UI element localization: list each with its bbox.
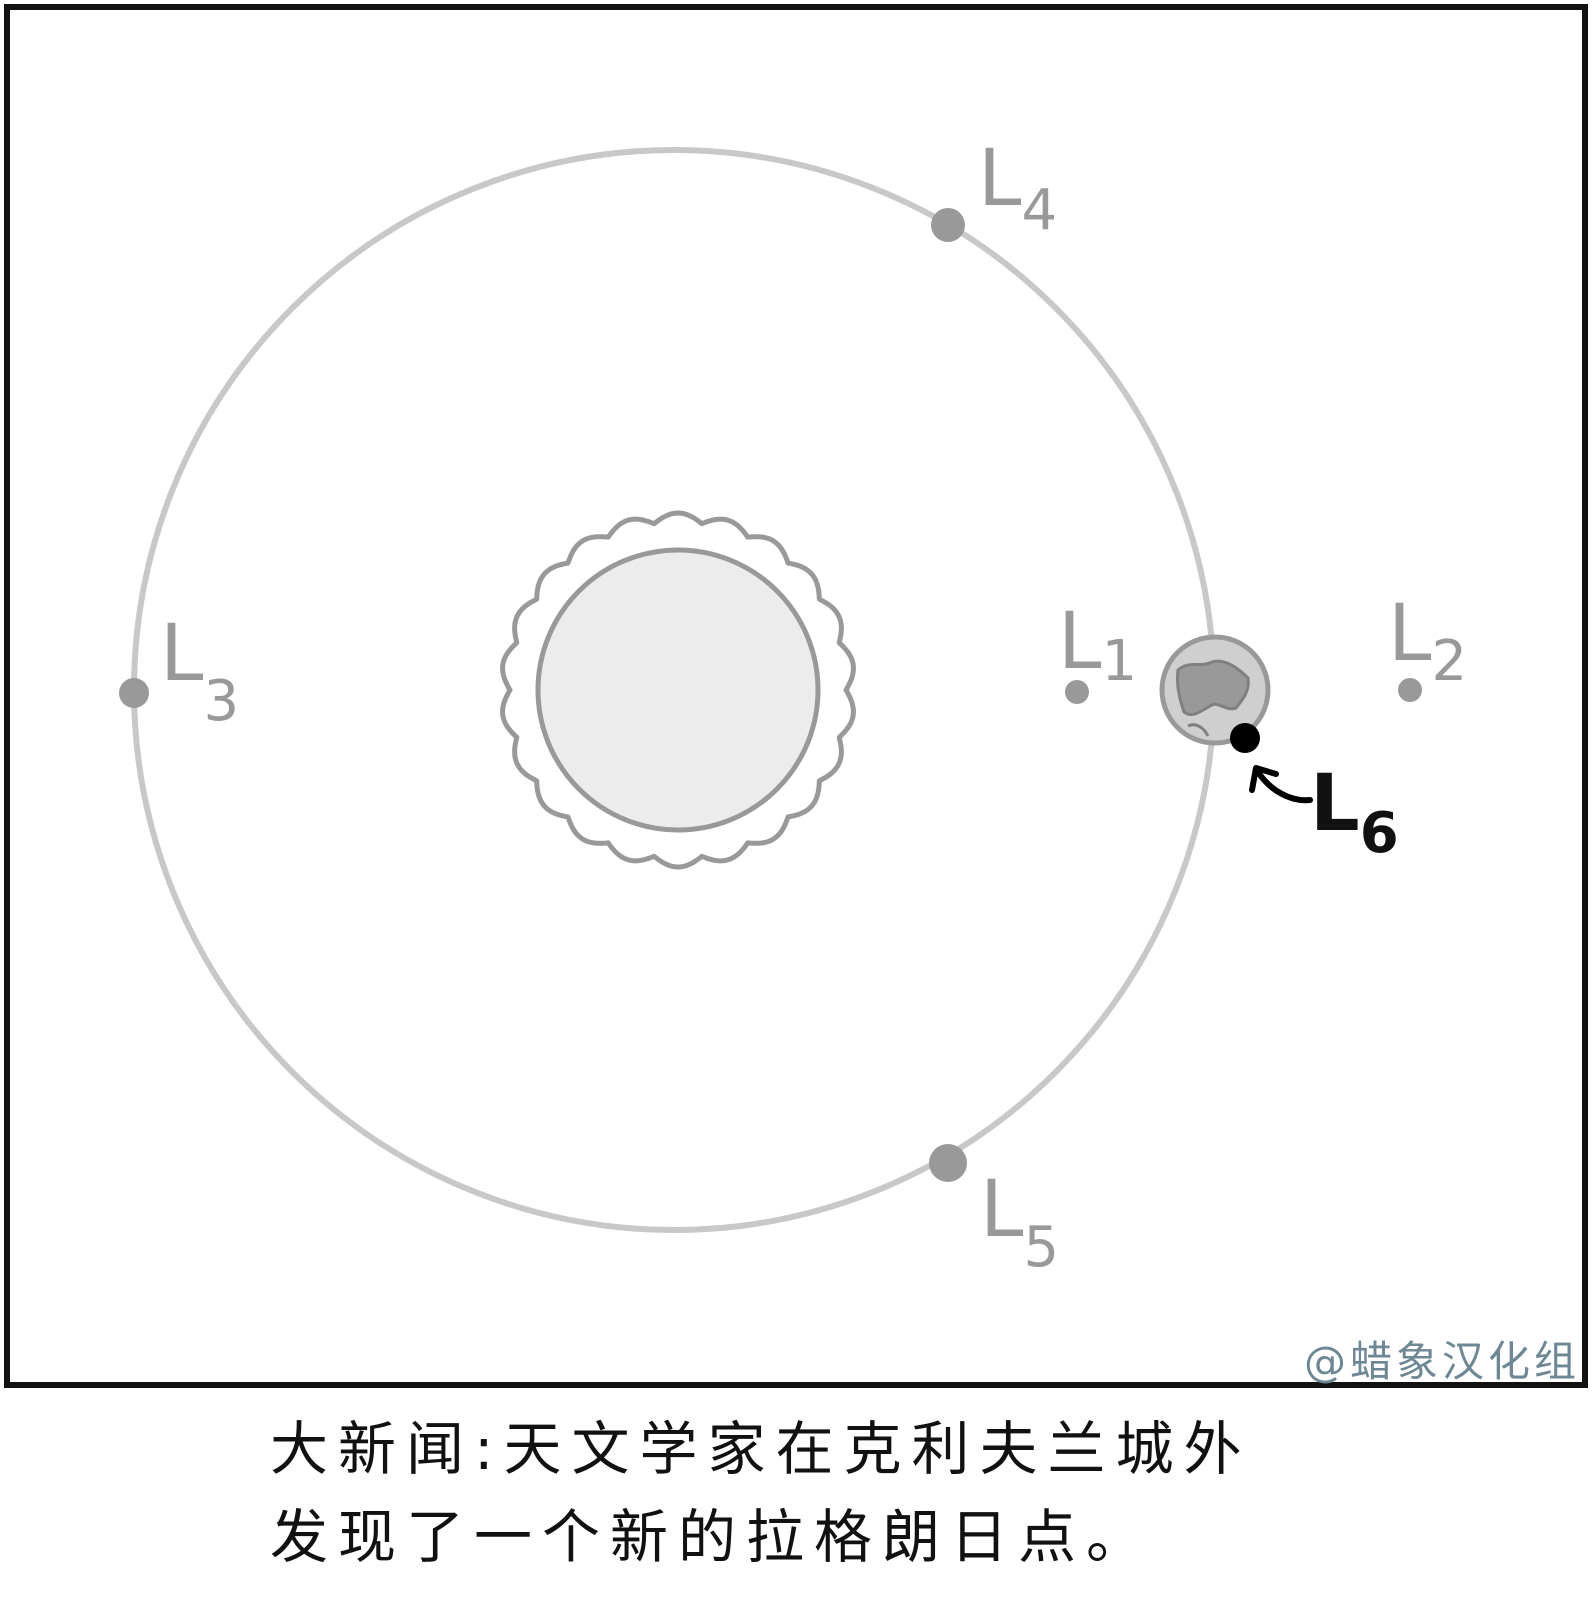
l5-point (929, 1144, 967, 1182)
caption: 大新闻:天文学家在克利夫兰城外 发现了一个新的拉格朗日点。 (270, 1405, 1470, 1581)
l4-point (931, 208, 965, 242)
l6-label: L6 (1310, 759, 1399, 866)
l3-point (119, 678, 149, 708)
l1-point (1065, 680, 1089, 704)
l3-label: L3 (160, 609, 239, 734)
l6-point (1230, 723, 1260, 753)
earth-icon (1159, 634, 1271, 746)
l1-label: L1 (1058, 597, 1137, 694)
sun-icon (500, 510, 856, 870)
l5-label: L5 (980, 1165, 1059, 1280)
caption-line-1: 大新闻:天文学家在克利夫兰城外 (270, 1415, 1252, 1483)
l4-label: L4 (978, 134, 1057, 243)
l6-arrow-icon (1249, 765, 1313, 804)
l2-label: L2 (1388, 589, 1467, 694)
watermark: @蜡象汉化组 (1303, 1337, 1580, 1386)
caption-line-2: 发现了一个新的拉格朗日点。 (270, 1503, 1155, 1571)
l2-point (1398, 678, 1422, 702)
